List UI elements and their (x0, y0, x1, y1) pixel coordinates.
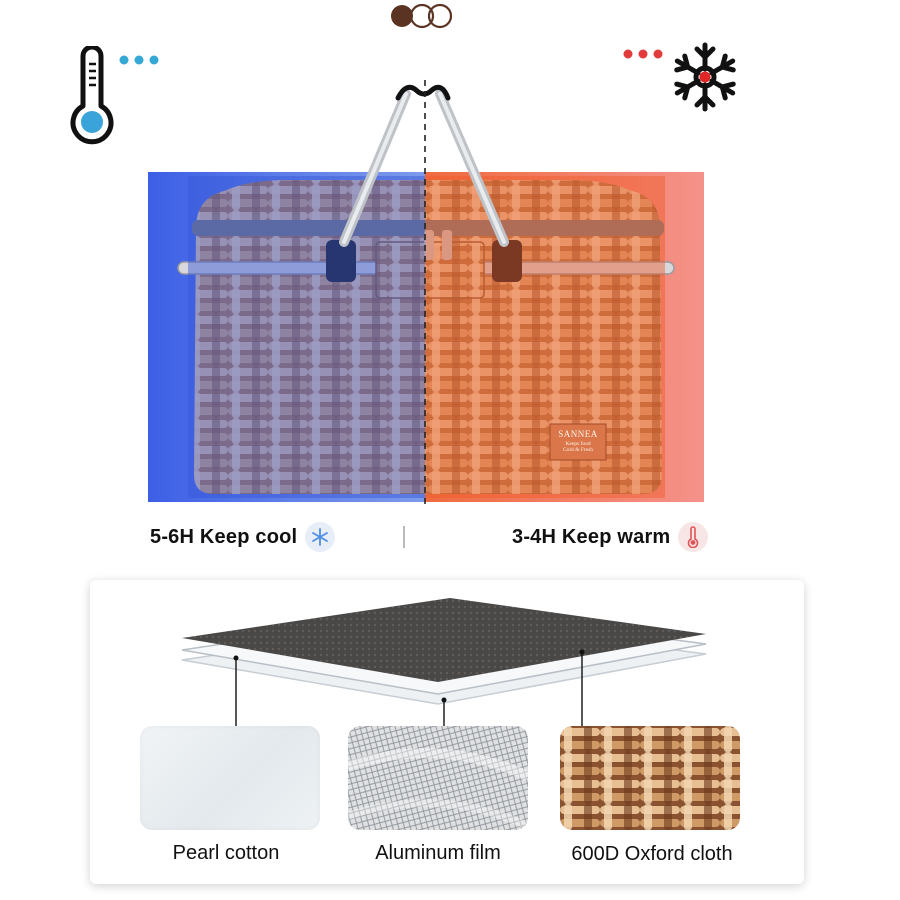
keep-warm-text: 3-4H Keep warm (512, 525, 671, 548)
dots-decoration-icon (623, 49, 663, 59)
aluminum-film-label: Aluminum film (375, 842, 501, 864)
pearl-cotton-label: Pearl cotton (172, 842, 280, 864)
keep-cool-text: 5-6H Keep cool (150, 525, 298, 548)
oxford-cloth-label: 600D Oxford cloth (571, 843, 733, 865)
layers-diagram (181, 598, 707, 730)
keep-cool-caption: 5-6H Keep cool (150, 522, 336, 552)
basket-image (148, 80, 704, 504)
brand-tag: SANNEA Keeps food Cold & Fresh (550, 426, 606, 462)
thermometer-icon (70, 46, 114, 145)
brand-name: SANNEA (558, 429, 598, 439)
snowflake-icon (668, 42, 742, 114)
keep-warm-caption: 3-4H Keep warm (512, 522, 709, 552)
brand-line2: Cold & Fresh (563, 447, 593, 453)
aluminum-film-swatch (348, 726, 528, 830)
caption-divider (403, 526, 405, 548)
oxford-cloth-swatch (560, 726, 740, 830)
dots-decoration-icon (119, 55, 159, 65)
brand-line1: Keeps food (565, 441, 591, 447)
thermometer-badge-icon (678, 522, 709, 552)
pearl-cotton-swatch (140, 726, 320, 830)
snowflake-badge-icon (305, 522, 336, 552)
color-swatch-icon[interactable] (388, 2, 458, 30)
